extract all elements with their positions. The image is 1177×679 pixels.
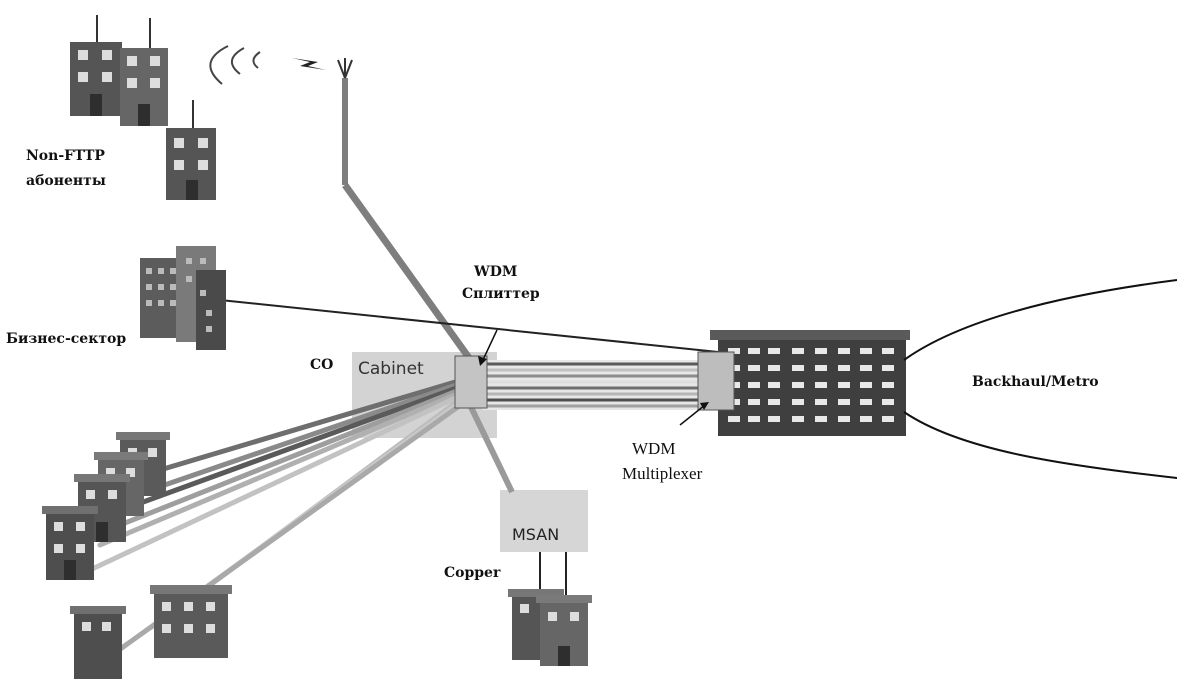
wdm-splitter-label-line1: WDM bbox=[473, 264, 517, 280]
msan-label: MSAN bbox=[512, 525, 559, 544]
msan-fiber bbox=[467, 403, 515, 494]
mux-pointer-head bbox=[700, 402, 709, 410]
non-fttp-label-line2: абоненты bbox=[26, 173, 106, 189]
copper-label: Copper bbox=[444, 565, 501, 581]
house-sub-5 bbox=[150, 585, 232, 658]
splitter-pointer-head bbox=[478, 356, 487, 366]
mux-pointer bbox=[679, 404, 706, 426]
msan-box bbox=[500, 490, 588, 552]
wireless-waves bbox=[209, 45, 261, 85]
co-building bbox=[710, 330, 910, 436]
wdm-splitter-box bbox=[454, 355, 488, 409]
backhaul-curve-top bbox=[903, 279, 1177, 361]
cabinet-label: Cabinet bbox=[358, 359, 424, 379]
trunk-bundle bbox=[482, 360, 700, 410]
house-copper-2 bbox=[536, 595, 592, 666]
subscriber-fibers bbox=[87, 377, 465, 663]
house-sub-6 bbox=[70, 606, 126, 679]
wdm-mux-box bbox=[697, 351, 735, 411]
building-nonfttp-1 bbox=[70, 15, 122, 116]
building-nonfttp-3 bbox=[166, 100, 216, 200]
wdm-mux-label-line1: WDM bbox=[632, 439, 675, 458]
non-fttp-label-line1: Non-FTTP bbox=[26, 148, 105, 164]
building-nonfttp-2 bbox=[120, 18, 168, 126]
business-fiber bbox=[219, 299, 719, 353]
house-sub-4 bbox=[42, 506, 98, 580]
wireless-fiber bbox=[342, 182, 475, 365]
splitter-pointer bbox=[481, 329, 498, 363]
wdm-splitter-label-line2: Сплиттер bbox=[462, 286, 540, 302]
lightning-icon bbox=[292, 58, 326, 70]
wdm-mux-label-line2: Multiplexer bbox=[622, 464, 703, 483]
backhaul-label: Backhaul/Metro bbox=[972, 374, 1099, 390]
business-label: Бизнес-сектор bbox=[6, 331, 126, 347]
business-building bbox=[140, 246, 226, 350]
antenna-icon bbox=[337, 58, 353, 79]
co-label: CO bbox=[310, 357, 333, 373]
backhaul-curve-bottom bbox=[903, 411, 1177, 479]
